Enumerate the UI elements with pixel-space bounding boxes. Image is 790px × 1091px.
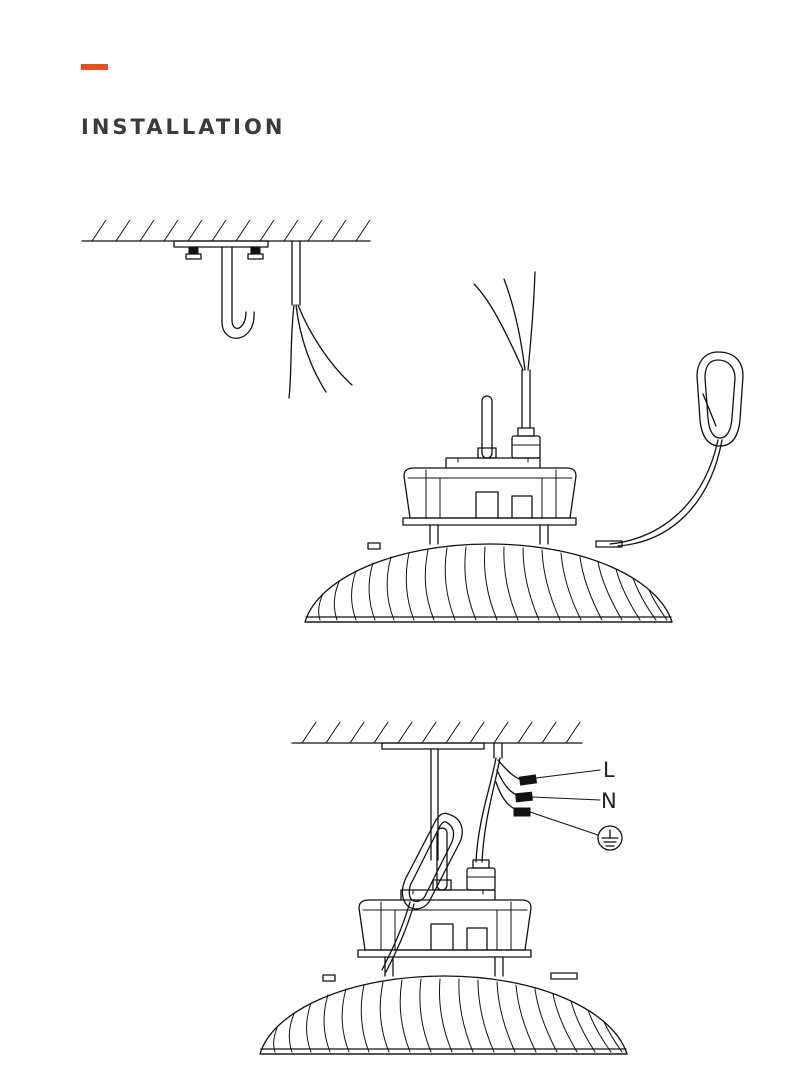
ceiling-bottom (291, 721, 583, 750)
earth-ground-icon (597, 825, 623, 851)
page-title: INSTALLATION (81, 115, 286, 139)
ceiling-hook (173, 240, 269, 339)
neutral-wire-label: N (601, 789, 617, 813)
ceiling-top (81, 219, 371, 242)
safety-cable-top (609, 351, 744, 547)
high-bay-lamp-top (304, 271, 673, 623)
high-bay-lamp-mounted (259, 742, 628, 1055)
ceiling-supply-wires (288, 240, 353, 399)
accent-bar (81, 64, 108, 70)
live-wire-label: L (603, 758, 615, 782)
wiring-callouts: L N (529, 758, 623, 851)
